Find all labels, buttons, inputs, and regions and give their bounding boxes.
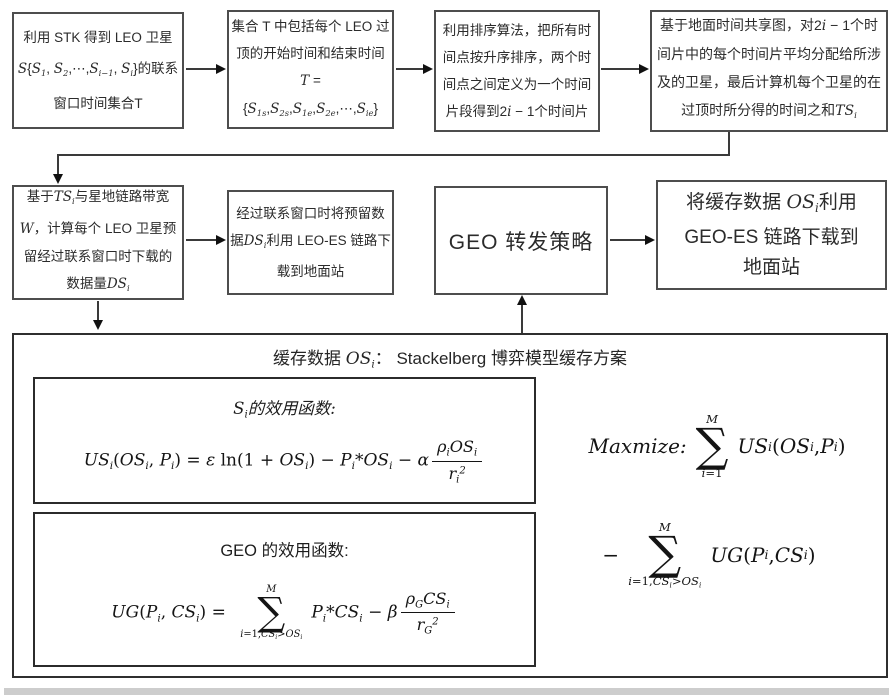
- text-line: 留经过联系窗口时下载的: [23, 249, 173, 264]
- arrow-bigbox-geo-line: [521, 304, 523, 333]
- box-set-t-start-end-times: 集合 T 中包括每个 LEO 过顶的开始时间和结束时间 T = {S1s,S2s,S…: [227, 10, 394, 129]
- scan-edge-band: [4, 688, 889, 695]
- geo-forwarding-label: GEO 转发策略: [448, 230, 594, 254]
- box-compute-data-volume-ds: 基于TSi与星地链路带宽 W，计算每个 LEO 卫星预留经过联系窗口时下载的数据量…: [12, 185, 184, 300]
- arrow-b1-b2-line: [186, 68, 218, 70]
- geo-utility-heading: GEO 的效用函数:: [220, 541, 349, 560]
- text-line: 利用排序算法，把所有时: [442, 22, 592, 38]
- arrow-geo-r4-line: [610, 239, 647, 241]
- text-line: GEO-ES 链路下载到: [684, 227, 859, 249]
- text-line: 利用 STK 得到 LEO 卫星: [23, 29, 173, 45]
- arrow-r1-bigbox-head: [93, 320, 103, 330]
- arrow-bigbox-geo-head: [517, 295, 527, 305]
- text-line: S{S1, S2,⋯,Si−1, Si}的联系: [17, 60, 179, 78]
- text-line: {S1s,S2s,S1e,S2e,⋯,Sie}: [243, 100, 378, 118]
- text-line: 集合 T 中包括每个 LEO 过: [231, 18, 390, 34]
- text-line: 窗口时间集合T: [53, 96, 143, 112]
- arrow-geo-r4-head: [645, 235, 655, 245]
- arrow-b4-r1-head: [53, 174, 63, 184]
- arrow-b4-r1-vline: [57, 154, 59, 176]
- text-line: 顶的开始时间和结束时间: [236, 45, 385, 61]
- box-sorting-time-slices: 利用排序算法，把所有时间点按升序排序，两个时间点之间定义为一个时间片段得到2i …: [434, 10, 600, 132]
- arrow-b3-b4-line: [601, 68, 641, 70]
- arrow-r1-r2-line: [186, 239, 218, 241]
- text-line: 数据量DSi: [66, 276, 130, 293]
- arrow-b1-b2-head: [216, 64, 226, 74]
- text-line: T =: [300, 72, 321, 89]
- text-line: 基于TSi与星地链路带宽: [26, 189, 170, 206]
- text-line: 间片中的每个时间片平均分配给所涉: [657, 46, 881, 63]
- text-line: 片段得到2i − 1个时间片: [445, 103, 589, 120]
- text-line: 间点按升序排序，两个时: [442, 49, 592, 65]
- text-line: W，计算每个 LEO 卫星预: [19, 221, 177, 237]
- text-line: 据DSi利用 LEO-ES 链路下: [230, 232, 391, 250]
- text-line: 将缓存数据 OSi利用: [686, 190, 857, 216]
- text-line: 地面站: [742, 257, 800, 279]
- stackelberg-model-title: 缓存数据 OSi： Stackelberg 博弈模型缓存方案: [273, 349, 627, 371]
- text-line: 载到地面站: [276, 264, 345, 280]
- text-line: 基于地面时间共享图，对2i − 1个时: [659, 17, 879, 35]
- box-time-sharing-allocation: 基于地面时间共享图，对2i − 1个时间片中的每个时间片平均分配给所涉及的卫星，…: [650, 10, 888, 132]
- arrow-b2-b3-head: [423, 64, 433, 74]
- box-si-utility-function: Si的效用函数: USi(OSi, Pi) = ε ln(1 + OSi) − …: [33, 377, 536, 504]
- arrow-b2-b3-line: [396, 68, 425, 70]
- arrow-r1-bigbox-line: [97, 301, 99, 322]
- arrow-b3-b4-head: [639, 64, 649, 74]
- si-utility-heading: Si的效用函数:: [233, 398, 336, 421]
- text-line: 过顶时所分得的时间之和TSi: [681, 102, 857, 122]
- text-line: 间点之间定义为一个时间: [442, 76, 592, 92]
- box-download-ds-leo-es: 经过联系窗口时将预留数据DSi利用 LEO-ES 链路下载到地面站: [227, 190, 394, 295]
- arrow-r1-r2-head: [216, 235, 226, 245]
- box-download-os-geo-es: 将缓存数据 OSi利用 GEO-ES 链路下载到地面站: [656, 180, 887, 290]
- box-stk-contact-windows: 利用 STK 得到 LEO 卫星 S{S1, S2,⋯,Si−1, Si}的联系窗…: [12, 12, 184, 129]
- si-utility-formula: USi(OSi, Pi) = ε ln(1 + OSi) − Pi*OSi − …: [84, 436, 485, 486]
- box-geo-forwarding-strategy: GEO 转发策略: [434, 186, 608, 295]
- arrow-b4-elbow-vline: [728, 132, 730, 156]
- text-line: 经过联系窗口时将预留数: [236, 205, 385, 221]
- text-line: 及的卫星，最后计算机每个卫星的在: [657, 74, 881, 91]
- arrow-b4-elbow-hline: [57, 154, 730, 156]
